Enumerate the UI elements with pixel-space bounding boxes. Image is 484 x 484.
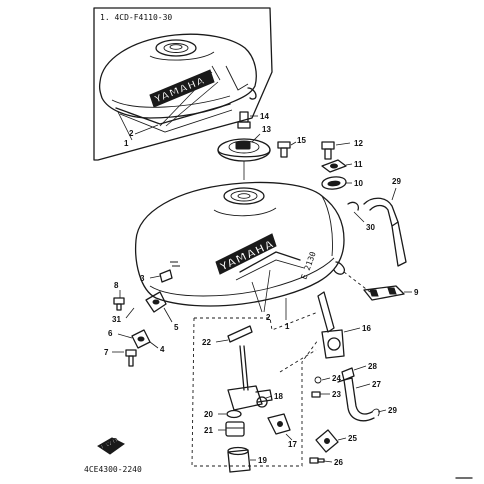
label-22: 22 [202, 338, 211, 347]
label-2-tank: 2 [266, 313, 271, 322]
label-23: 23 [332, 390, 341, 399]
label-20: 20 [204, 410, 213, 419]
label-27: 27 [372, 380, 381, 389]
label-30: 30 [366, 223, 375, 232]
label-19: 19 [258, 456, 267, 465]
label-17: 17 [288, 440, 297, 449]
inset-title: 1. 4CD-F4110-30 [100, 13, 172, 22]
label-29-bottom: 29 [388, 406, 397, 415]
label-1-tank: 1 [285, 322, 290, 331]
damper-10: 10 [321, 176, 363, 190]
fuel-cock-detail: 22 18 20 21 17 19 [191, 311, 319, 473]
label-11: 11 [354, 160, 363, 169]
inset-tank: YAMAHA [98, 33, 257, 133]
label-24: 24 [332, 374, 341, 383]
label-4: 4 [160, 345, 165, 354]
label-2-inset: 2 [129, 129, 134, 138]
washer-11: 11 [321, 159, 363, 173]
main-fuel-tank: YAMAHA E 2130 2 1 [134, 181, 346, 331]
label-9: 9 [414, 288, 419, 297]
label-18: 18 [274, 392, 283, 401]
label-3: 3 [140, 274, 145, 283]
inset-panel: 1. 4CD-F4110-30 YAMAHA 2 1 [93, 7, 273, 161]
label-14: 14 [260, 112, 269, 121]
label-8: 8 [114, 281, 119, 290]
fuel-cock-16: 16 24 23 28 27 29 25 26 [309, 291, 397, 467]
breather-parts: 29 30 9 [343, 177, 419, 301]
label-15: 15 [297, 136, 306, 145]
label-7: 7 [104, 348, 109, 357]
label-6: 6 [108, 329, 113, 338]
left-mount-parts: 3 8 5 31 6 4 7 [104, 269, 179, 367]
label-12: 12 [354, 139, 363, 148]
label-13: 13 [262, 125, 271, 134]
bolt-12: 12 [321, 139, 363, 160]
fuel-cap-13: 13 [217, 125, 271, 162]
fuel-cap-assembly: 14 13 15 [217, 111, 306, 180]
label-26: 26 [334, 458, 343, 467]
label-5: 5 [174, 323, 179, 332]
drawing-code: 4CE4300-2240 [84, 465, 142, 474]
label-1-inset: 1 [124, 139, 129, 148]
cap-bolt-15: 15 [277, 136, 306, 158]
label-16: 16 [362, 324, 371, 333]
cap-bolt-14: 14 [237, 111, 269, 129]
damper-parts: 12 11 10 [321, 139, 363, 190]
label-31: 31 [112, 315, 121, 324]
label-28: 28 [368, 362, 377, 371]
fwd-indicator: FWD [97, 436, 125, 455]
label-10: 10 [354, 179, 363, 188]
label-29-top: 29 [392, 177, 401, 186]
tank-small-mark: E 2130 [299, 250, 317, 280]
label-21: 21 [204, 426, 213, 435]
label-25: 25 [348, 434, 357, 443]
